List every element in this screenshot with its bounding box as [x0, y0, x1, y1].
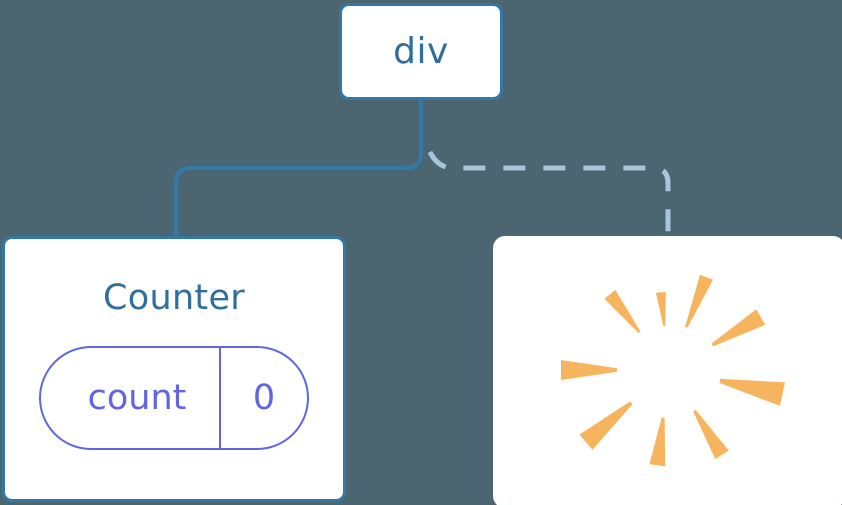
sparkle-ray — [685, 274, 713, 328]
sparkle-ray — [655, 291, 666, 327]
sparkle-ray — [719, 378, 785, 406]
state-pill-count[interactable]: count 0 — [39, 346, 309, 450]
sparkle-ray — [711, 309, 766, 347]
edge-div-to-sparkle — [427, 150, 671, 238]
sparkle-ray — [604, 290, 641, 333]
node-div[interactable]: div — [339, 3, 503, 100]
sparkle-ray — [561, 360, 617, 380]
sparkle-ray — [693, 409, 729, 459]
sparkle-ray — [649, 417, 666, 467]
node-sparkle-effect[interactable] — [493, 236, 842, 505]
sparkle-burst-icon — [561, 274, 785, 467]
node-div-label: div — [393, 30, 449, 72]
node-counter[interactable]: Counter count 0 — [2, 236, 346, 502]
node-counter-label: Counter — [103, 278, 245, 318]
state-key-label: count — [87, 377, 187, 418]
state-value-label: 0 — [219, 348, 307, 448]
sparkle-ray — [579, 401, 633, 450]
edge-div-to-counter — [174, 98, 423, 240]
